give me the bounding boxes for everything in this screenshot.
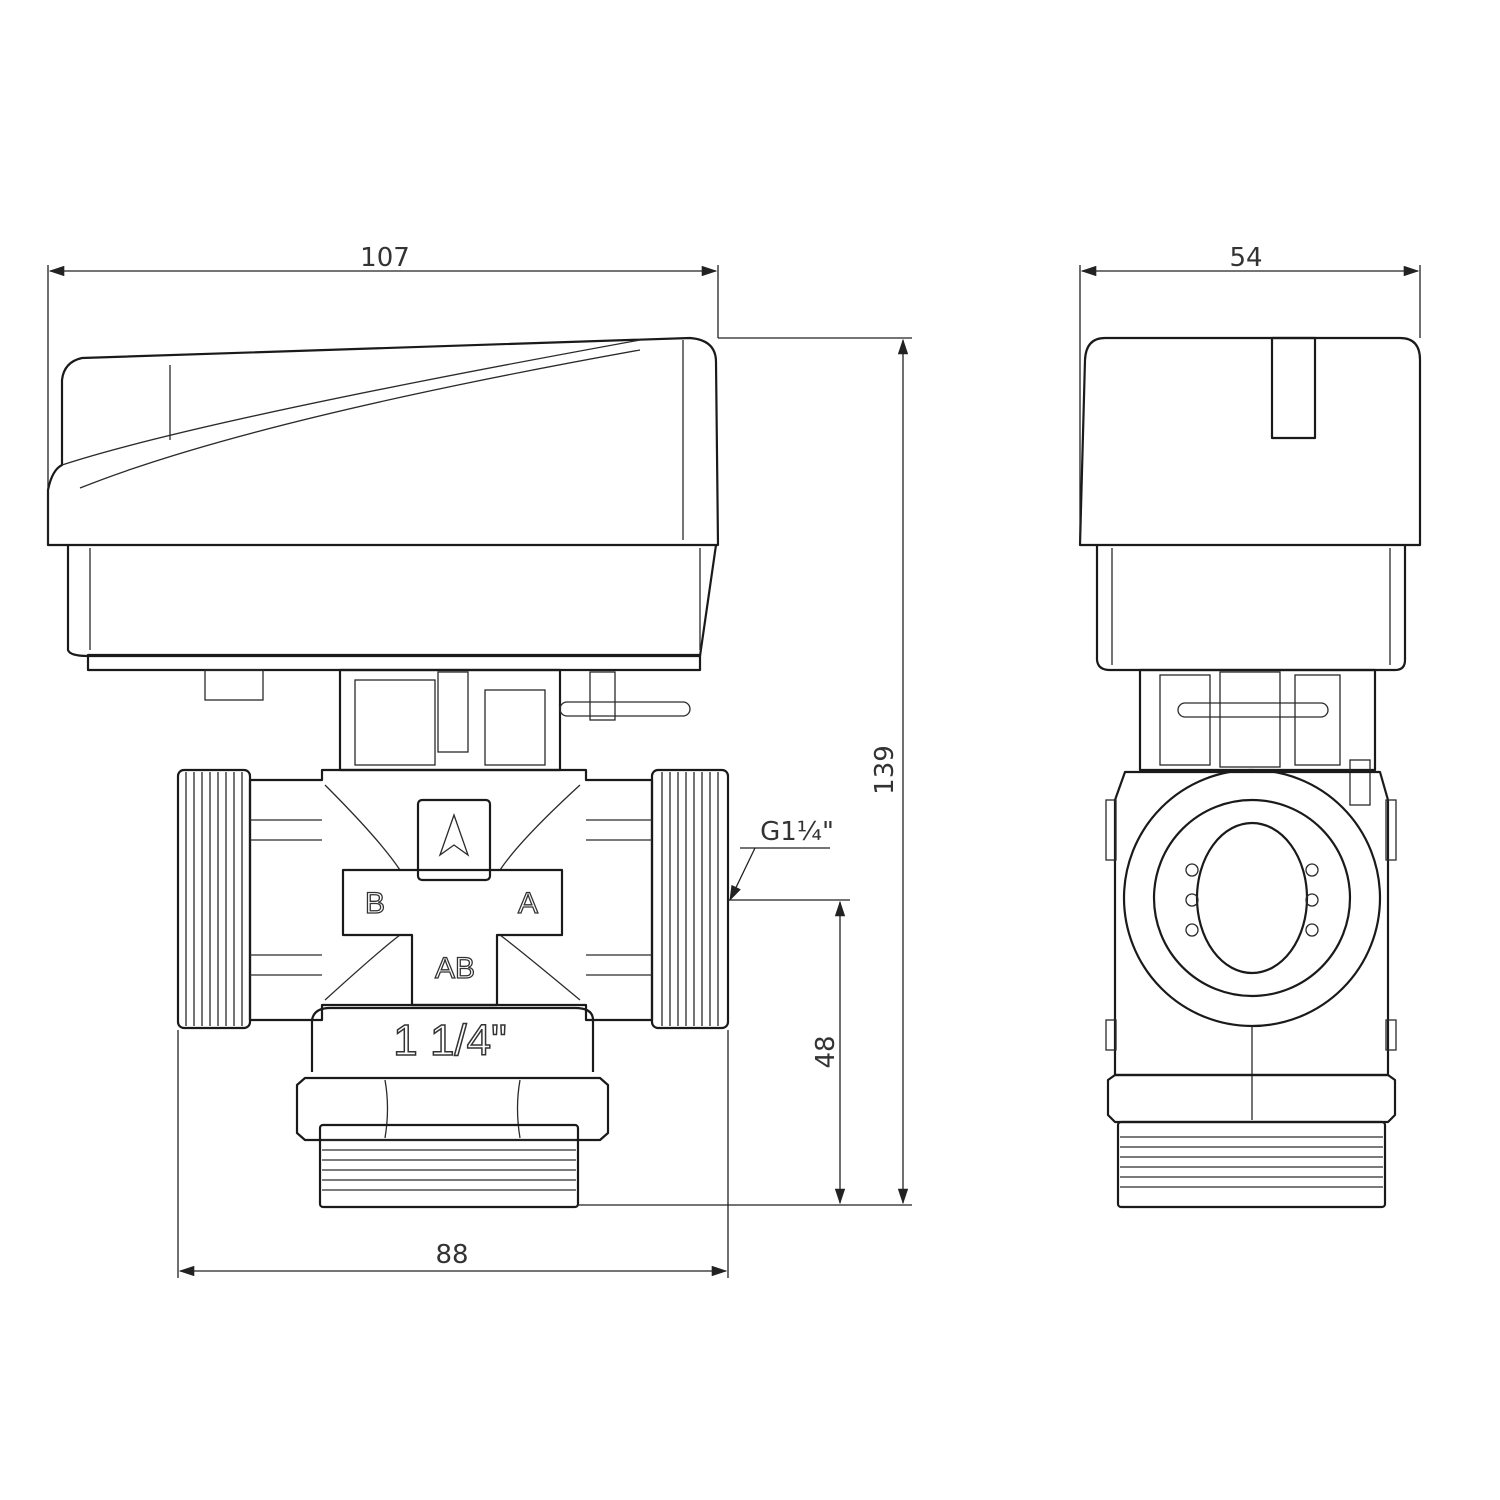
port-a-label: A [518,887,538,920]
side-valve-body [1105,768,1397,1209]
port-b-label: B [365,887,385,920]
dimension-label-port-height: 48 [811,1035,841,1068]
dimension-88: 88 [177,1030,729,1278]
port-ab-label: AB [435,952,475,985]
dimension-107: 107 [47,243,719,545]
left-port-thread [176,768,252,1030]
dimension-139: 139 [578,337,912,1206]
side-view: 54 [1078,243,1422,1209]
dimension-label-width: 107 [360,243,410,273]
right-port-thread [650,768,730,1030]
actuator-neck [338,668,691,772]
thread-callout-label: G1¼" [760,817,834,847]
dimension-54: 54 [1079,243,1421,545]
thread-callout: G1¼" [729,817,834,902]
actuator-cover [46,336,720,547]
side-neck [1138,668,1377,806]
dimension-label-body-width: 88 [435,1240,468,1270]
dimension-label-height: 139 [870,745,900,795]
valve-body: B A AB 1 1/4" [248,768,654,1209]
dimension-label-side-width: 54 [1229,243,1262,273]
side-actuator-cover [1078,336,1422,547]
size-marking: 1 1/4" [393,1016,506,1065]
front-view: B A AB 1 1/4" 107 139 48 [46,243,912,1278]
dimension-48: 48 [728,899,850,1205]
actuator-body [66,544,718,658]
